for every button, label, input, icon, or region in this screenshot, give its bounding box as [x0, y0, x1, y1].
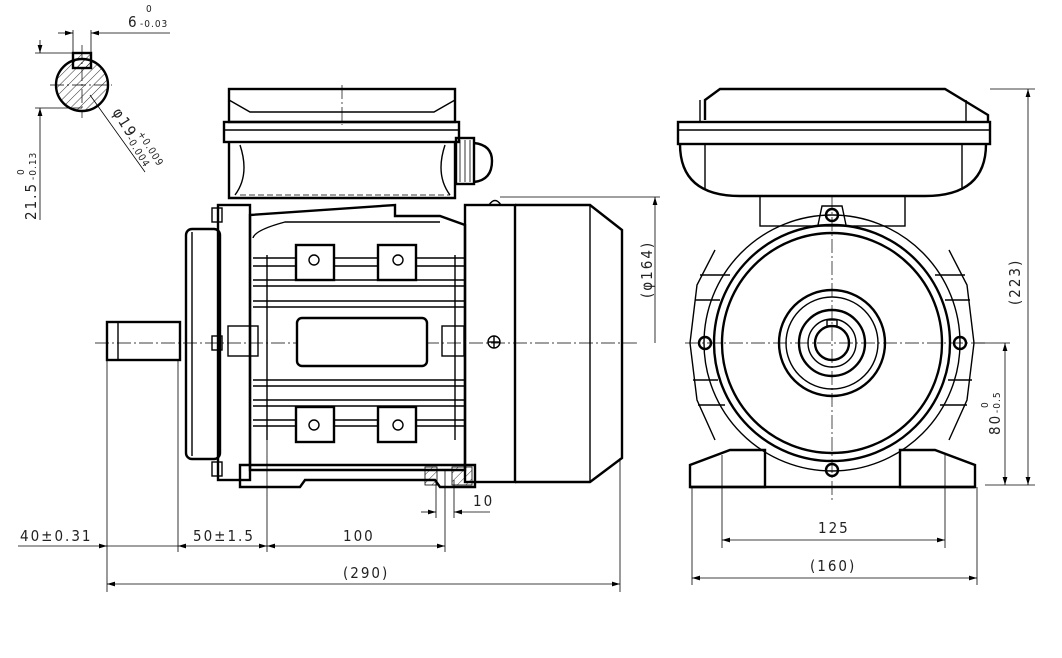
overall-height-dim: (223)	[1006, 259, 1024, 305]
foot-hole-width-dim: 125	[818, 519, 850, 537]
side-view-dimensions: 40±0.31 50±1.5 100 (290) 10 (φ164)	[18, 196, 660, 592]
fan-cover-diameter-dim: (φ164)	[638, 241, 656, 298]
shaft-height-dim: 80	[986, 414, 1004, 435]
motor-side-view	[95, 85, 640, 489]
shaft-section-detail: 6 0 -0.03 21.5 0 -0.13 φ19 +0.009 -0.004	[16, 4, 170, 220]
key-width-upper-tol: 0	[146, 4, 153, 15]
key-width-lower-tol: -0.03	[140, 19, 168, 30]
foot-hole-spacing-dim: 100	[343, 527, 375, 545]
key-depth-dim: 21.5	[22, 182, 40, 220]
key-depth-upper-tol: 0	[16, 168, 27, 175]
motor-front-view	[676, 87, 992, 585]
flange-foot-dim: 50±1.5	[193, 527, 255, 545]
key-depth-lower-tol: -0.13	[28, 152, 39, 180]
key-width-dim: 6	[128, 13, 139, 31]
shaft-height-lower-tol: -0.5	[992, 391, 1003, 413]
overall-length-dim: (290)	[343, 564, 389, 582]
shaft-length-dim: 40±0.31	[20, 527, 93, 545]
front-view-dimensions: 125 (160) (223) 80 0 -0.5	[692, 88, 1035, 581]
foot-width-dim: (160)	[810, 557, 856, 575]
shaft-height-upper-tol: 0	[980, 401, 991, 408]
foot-hole-size-dim: 10	[473, 492, 494, 510]
